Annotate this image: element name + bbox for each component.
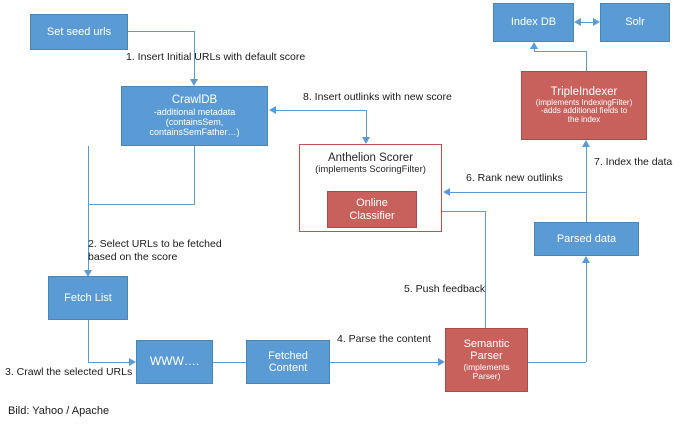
node-triple-indexer-line3: -adds additional fields to bbox=[540, 106, 628, 116]
step-label-1: 1. Insert Initial URLs with default scor… bbox=[126, 51, 306, 63]
node-semantic-parser[interactable]: Semantic Parser (implements Parser) bbox=[445, 328, 528, 392]
node-index-db[interactable]: Index DB bbox=[493, 3, 574, 42]
node-triple-indexer-line2: (implements IndexingFilter) bbox=[535, 97, 633, 107]
node-fetch-list[interactable]: Fetch List bbox=[48, 276, 128, 320]
connector-fetchedcontent-to-parser bbox=[330, 362, 438, 363]
node-crawldb-line3: (containsSem, bbox=[165, 117, 224, 128]
connector-push-feedback-horizontal bbox=[425, 211, 486, 212]
connector-crawldb-to-fetchlist-vertical bbox=[88, 146, 89, 270]
step-label-7: 7. Index the data bbox=[594, 156, 673, 168]
connector-www-to-fetchedcontent bbox=[213, 362, 246, 363]
connector-insert-outlinks-horizontal bbox=[276, 110, 367, 111]
node-triple-indexer[interactable]: TripleIndexer (implements IndexingFilter… bbox=[521, 71, 647, 140]
connector-tripleindexer-to-indexdb-vertical bbox=[586, 51, 587, 71]
node-semantic-parser-line4: Parser) bbox=[472, 371, 501, 382]
node-solr[interactable]: Solr bbox=[600, 3, 670, 42]
node-solr-label: Solr bbox=[625, 16, 645, 29]
connector-tripleindexer-to-indexdb-horizontal bbox=[534, 51, 587, 52]
node-crawldb-title: CrawlDB bbox=[171, 94, 218, 107]
arrowhead-into-tripleindexer-bottom bbox=[581, 140, 590, 147]
arrowhead-into-anthelionscorer-top bbox=[361, 137, 370, 144]
node-anthelion-scorer-title: Anthelion Scorer bbox=[327, 152, 414, 164]
node-set-seed-urls[interactable]: Set seed urls bbox=[30, 14, 128, 50]
connector-crawldb-drop bbox=[194, 146, 195, 205]
node-online-classifier[interactable]: Online Classifier bbox=[327, 191, 417, 228]
connector-insert-outlinks-vertical bbox=[366, 110, 367, 137]
step-label-8: 8. Insert outlinks with new score bbox=[303, 91, 452, 103]
connector-rank-outlinks-vertical bbox=[586, 192, 587, 224]
arrowhead-indexdb-left bbox=[574, 17, 581, 26]
node-triple-indexer-title: TripleIndexer bbox=[550, 85, 618, 98]
node-crawldb-line2: -additional metadata bbox=[153, 107, 236, 118]
node-index-db-label: Index DB bbox=[510, 16, 557, 29]
node-triple-indexer-line4: the index bbox=[567, 115, 601, 125]
arrowhead-into-semanticparser-left bbox=[438, 357, 445, 366]
node-www-label: WWW…. bbox=[149, 354, 200, 369]
connector-indexdb-solr bbox=[581, 22, 594, 23]
image-caption: Bild: Yahoo / Apache bbox=[8, 405, 110, 417]
step-label-6: 6. Rank new outlinks bbox=[466, 172, 563, 184]
node-parsed-data-label: Parsed data bbox=[556, 232, 617, 245]
arrowhead-solr-right bbox=[593, 17, 600, 26]
arrowhead-into-indexdb-bottom bbox=[529, 42, 538, 49]
connector-seed-to-crawldb-vertical bbox=[194, 31, 195, 79]
node-crawldb[interactable]: CrawlDB -additional metadata (containsSe… bbox=[121, 86, 268, 146]
step-label-5: 5. Push feedback bbox=[404, 283, 486, 295]
node-fetched-content-line1: Fetched bbox=[268, 349, 308, 362]
node-online-classifier-line1: Online bbox=[356, 197, 388, 210]
node-www[interactable]: WWW…. bbox=[136, 340, 213, 384]
step-label-4: 4. Parse the content bbox=[337, 333, 431, 345]
connector-fetchlist-to-www-horizontal bbox=[88, 362, 129, 363]
connector-parser-to-parseddata-horizontal bbox=[528, 362, 586, 363]
connector-parser-to-parseddata-vertical bbox=[586, 263, 587, 362]
arrowhead-into-fetchlist-top bbox=[83, 270, 92, 277]
connector-push-feedback-vertical bbox=[485, 211, 486, 329]
arrowhead-into-www-left bbox=[129, 357, 136, 366]
connector-crawldb-down-stub bbox=[88, 205, 89, 206]
node-crawldb-line4: containsSemFather…) bbox=[149, 127, 240, 138]
node-anthelion-scorer-subtitle: (implements ScoringFilter) bbox=[315, 163, 426, 175]
node-fetched-content[interactable]: Fetched Content bbox=[246, 340, 330, 384]
arrowhead-into-parseddata-bottom bbox=[581, 256, 590, 263]
arrowhead-into-crawldb-right bbox=[269, 105, 276, 114]
connector-fetchlist-to-www-vertical bbox=[88, 320, 89, 362]
arrowhead-into-crawldb-top bbox=[189, 79, 198, 86]
connector-crawldb-elbow bbox=[88, 204, 195, 205]
arrowhead-into-anthelionscorer-right bbox=[443, 187, 450, 196]
node-parsed-data[interactable]: Parsed data bbox=[534, 222, 639, 256]
step-label-2: 2. Select URLs to be fetched based on th… bbox=[88, 238, 222, 263]
step-label-3: 3. Crawl the selected URLs bbox=[5, 366, 133, 378]
node-online-classifier-line2: Classifier bbox=[349, 209, 395, 222]
connector-rank-outlinks-horizontal bbox=[450, 192, 587, 193]
node-semantic-parser-line1: Semantic bbox=[463, 338, 510, 351]
node-set-seed-urls-label: Set seed urls bbox=[46, 25, 112, 38]
connector-parseddata-to-tripleindexer bbox=[586, 147, 587, 222]
node-fetch-list-label: Fetch List bbox=[64, 291, 112, 304]
node-semantic-parser-line2: Parser bbox=[470, 350, 503, 363]
connector-seed-to-crawldb-horizontal bbox=[128, 31, 194, 32]
node-fetched-content-line2: Content bbox=[268, 362, 308, 374]
node-semantic-parser-line3: (implements bbox=[463, 361, 510, 372]
connector-indexdb-riser bbox=[534, 49, 535, 51]
